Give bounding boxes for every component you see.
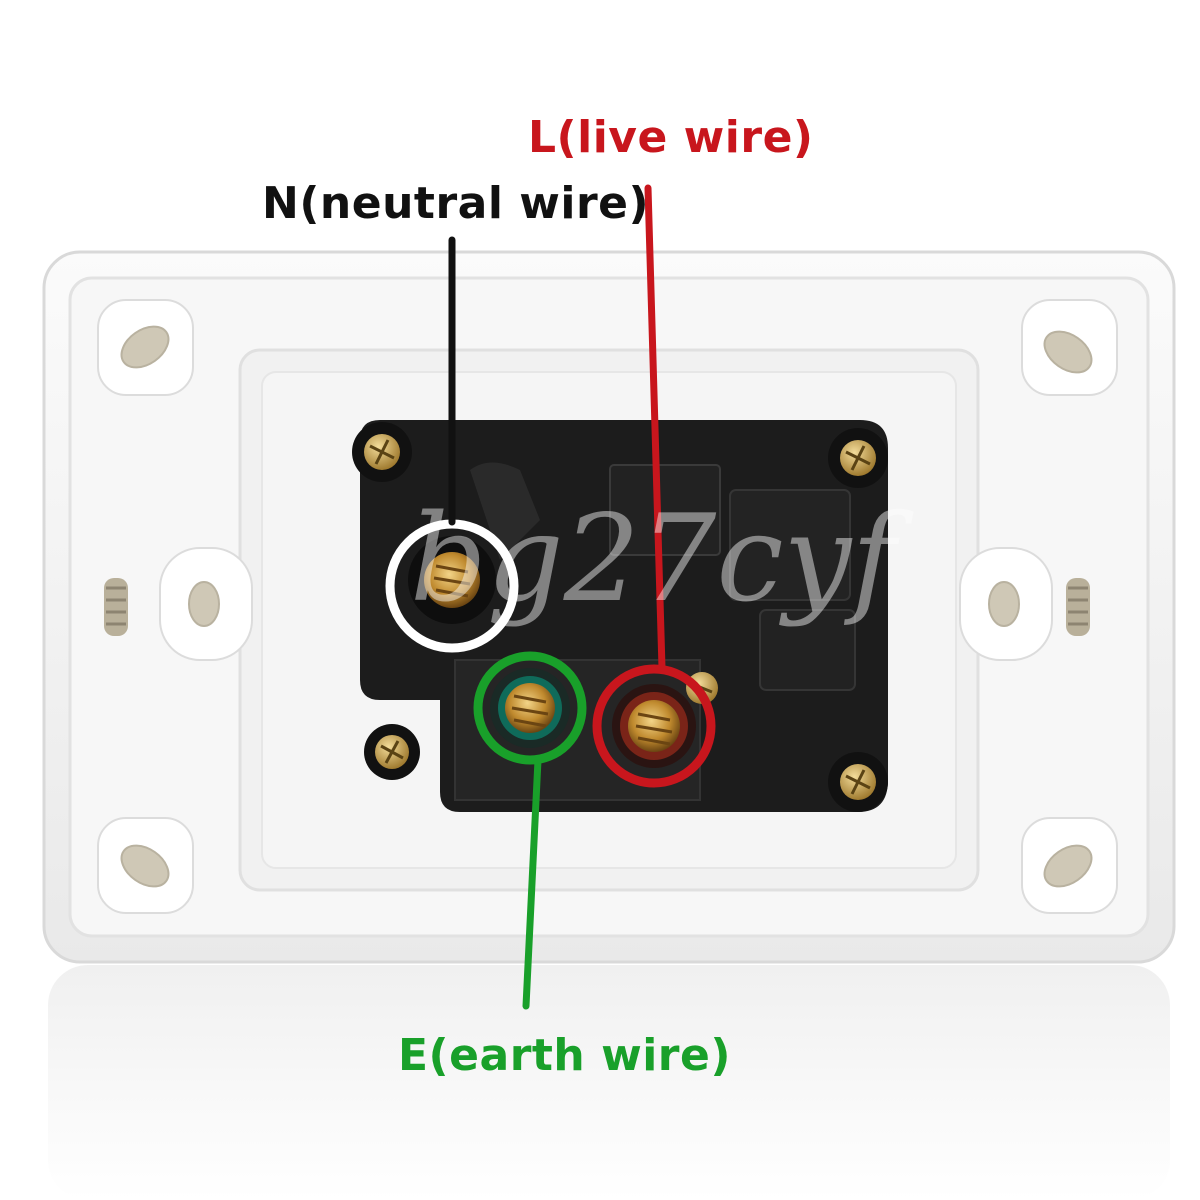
label-earth-wire: E(earth wire) [398,1030,731,1081]
leader-line-live [644,184,666,672]
screw-bottom-left [364,724,420,780]
side-tab-left [104,547,253,661]
terminal-earth [490,668,570,748]
highlight-circle-earth [473,651,587,765]
screw-top-right [828,428,888,488]
plate-reflection [48,965,1170,1200]
leader-line-earth [522,756,542,1010]
mounting-slot-bottom-left [97,817,194,914]
mounting-slot-top-right [1021,299,1118,396]
mounting-slot-bottom-right [1021,817,1118,914]
screw-top-left [352,422,412,482]
terminal-neutral [408,536,496,624]
label-neutral-wire: N(neutral wire) [262,178,650,229]
screw-bottom-right [828,752,888,812]
mounting-slot-top-left [97,299,194,396]
terminal-live [612,684,696,768]
side-tab-right [959,547,1090,661]
label-live-wire: L(live wire) [528,112,814,163]
highlight-circle-live [592,664,716,788]
